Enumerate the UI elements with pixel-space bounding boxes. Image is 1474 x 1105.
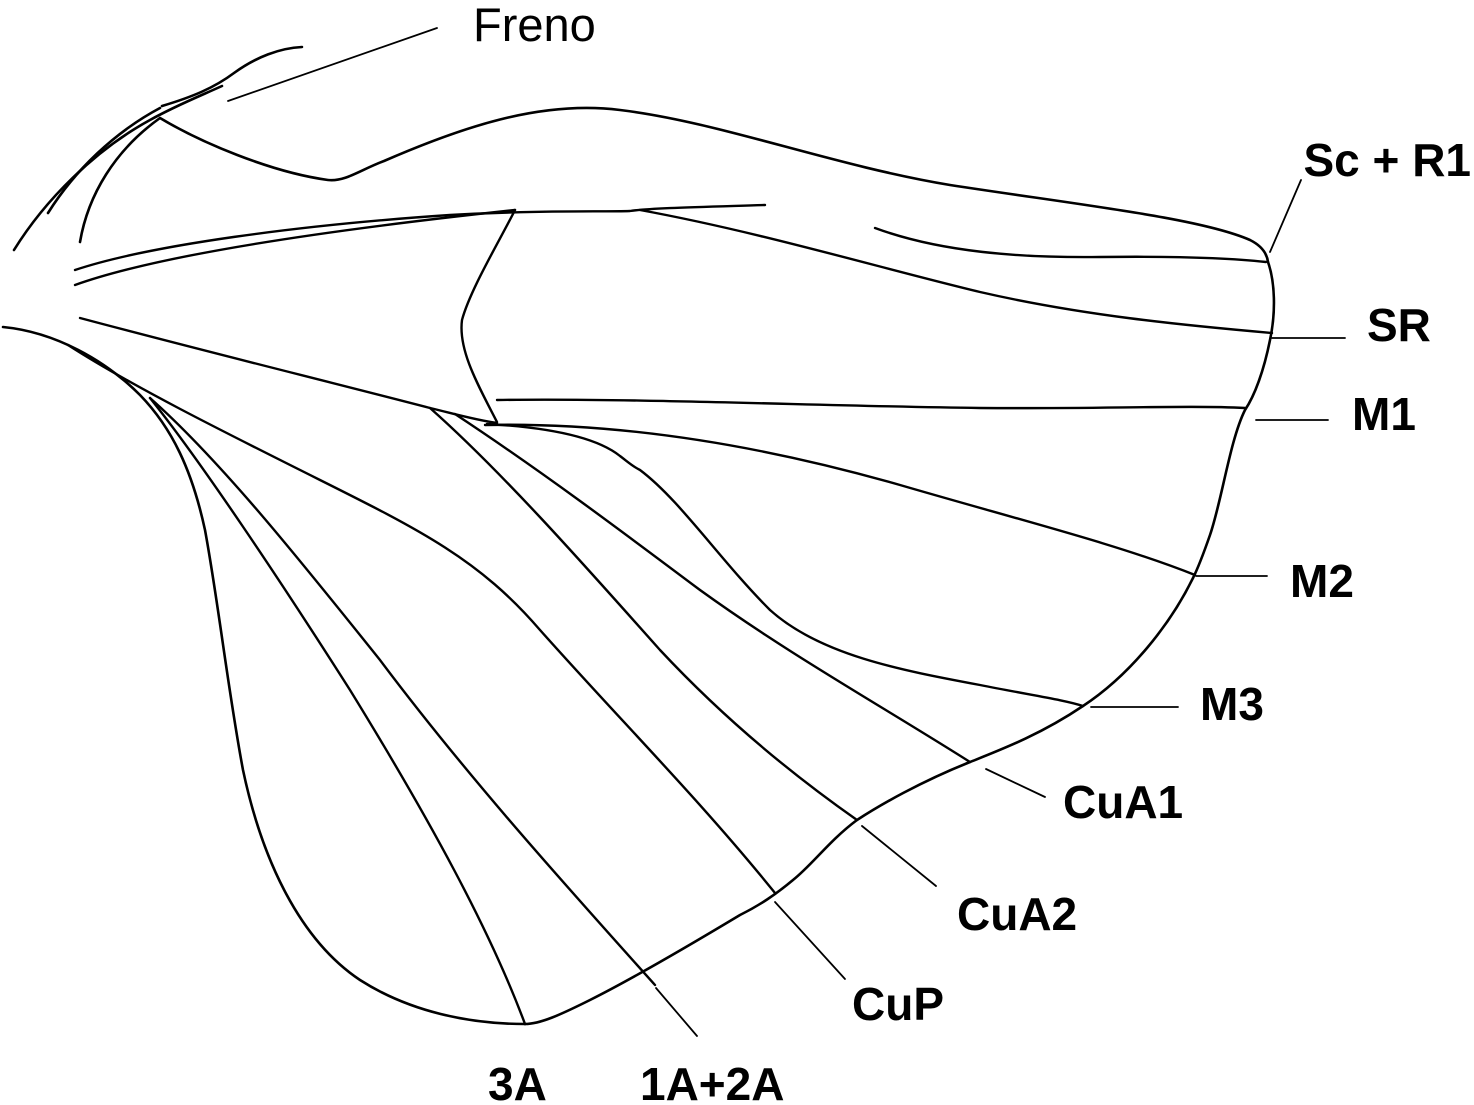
inner-margin — [1, 325, 527, 1026]
cubital-stem-vein — [78, 316, 499, 425]
sc-r1-label: Sc + R1 — [1304, 134, 1472, 186]
a3-vein — [148, 396, 527, 1026]
cup-label: CuP — [852, 978, 944, 1030]
a1-a2-leader — [655, 987, 698, 1037]
wing-base-group — [12, 45, 304, 252]
cua2-leader — [861, 825, 937, 887]
cup-vein — [66, 343, 777, 895]
m1-vein — [495, 398, 1247, 410]
wing-outline-group — [1, 106, 1276, 1026]
m2-vein — [483, 423, 1197, 577]
cua1-leader — [985, 768, 1046, 798]
m1-label: M1 — [1352, 388, 1416, 440]
sr-vein — [638, 208, 1274, 335]
freno-leader — [227, 27, 438, 102]
frenulum-bristle — [160, 45, 304, 108]
outer-margin — [523, 260, 1276, 1026]
sc-r1-vein — [873, 226, 1268, 264]
sr-label: SR — [1367, 299, 1431, 351]
a1-a2-vein — [148, 396, 657, 987]
cup-leader — [774, 901, 846, 980]
subcostal-stem-vein — [73, 203, 767, 272]
cua2-label: CuA2 — [957, 888, 1077, 940]
discal-cell-base — [460, 208, 517, 424]
cua1-label: CuA1 — [1063, 776, 1183, 828]
cua1-vein — [453, 412, 972, 764]
veins-group — [66, 203, 1274, 1026]
humeral-arc-inner — [46, 106, 162, 215]
labels-group: Freno Sc + R1 SR M1 M2 M3 CuA1 CuA2 CuP … — [473, 0, 1471, 1105]
humeral-arc-outer — [12, 84, 224, 252]
radial-stem-vein — [73, 208, 517, 287]
cua2-vein — [428, 406, 859, 822]
sc-r1-leader — [1269, 179, 1302, 253]
costal-margin — [78, 106, 1270, 264]
m3-label: M3 — [1200, 678, 1264, 730]
a3-label: 3A — [488, 1058, 547, 1105]
m3-vein — [485, 422, 1085, 708]
m2-label: M2 — [1290, 555, 1354, 607]
a1-a2-label: 1A+2A — [640, 1058, 784, 1105]
leader-lines-group — [227, 27, 1346, 1037]
freno-label: Freno — [473, 0, 596, 51]
